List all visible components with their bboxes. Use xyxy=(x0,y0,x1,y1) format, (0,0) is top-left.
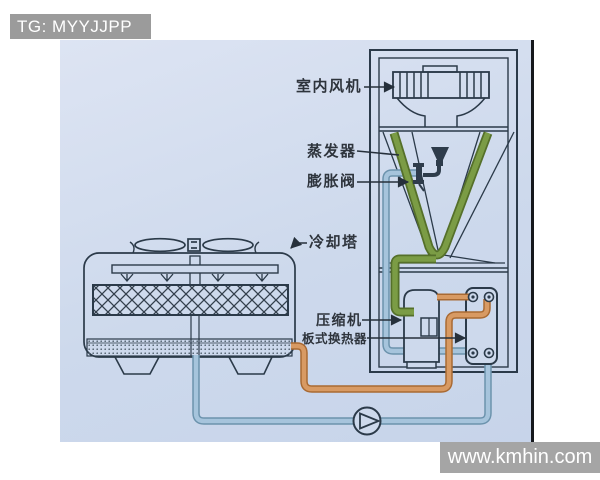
evaporator-pointer xyxy=(356,150,400,156)
liquid-line-pipe xyxy=(382,169,472,355)
label-plate-heat-exchanger: 板式换热器 xyxy=(302,332,368,346)
label-pointer-lines xyxy=(290,81,467,344)
indoor-fan-blower xyxy=(392,65,490,127)
label-expansion-valve: 膨胀阀 xyxy=(307,173,357,190)
label-compressor: 压缩机 xyxy=(316,312,363,328)
tag-badge: TG: MYYJJPP xyxy=(10,14,151,39)
cooling-tower-pointer xyxy=(290,236,307,249)
watermark: www.kmhin.com xyxy=(440,442,600,473)
tower-fan-icon xyxy=(134,237,254,253)
compressor xyxy=(403,289,440,369)
tower-fill-media xyxy=(92,284,289,316)
label-evaporator: 蒸发器 xyxy=(307,143,357,160)
hot-water-pipe xyxy=(291,299,491,393)
tower-water-basin xyxy=(86,338,293,357)
suction-gas-pipe xyxy=(389,131,493,317)
label-cooling-tower: 冷却塔 xyxy=(309,234,359,251)
cooling-tower xyxy=(83,237,296,375)
spray-bar xyxy=(111,264,279,274)
label-indoor-fan: 室内风机 xyxy=(296,78,363,95)
expansion-valve xyxy=(413,147,449,192)
spray-nozzle-icons xyxy=(120,273,269,282)
heat-exchanger-ports xyxy=(467,291,495,359)
tower-body xyxy=(83,252,296,358)
pump-icon xyxy=(352,406,382,436)
tower-leg xyxy=(228,356,273,375)
tower-leg xyxy=(114,356,160,375)
cold-water-pipe xyxy=(192,352,492,425)
indoor-unit-cabinet xyxy=(369,49,518,373)
